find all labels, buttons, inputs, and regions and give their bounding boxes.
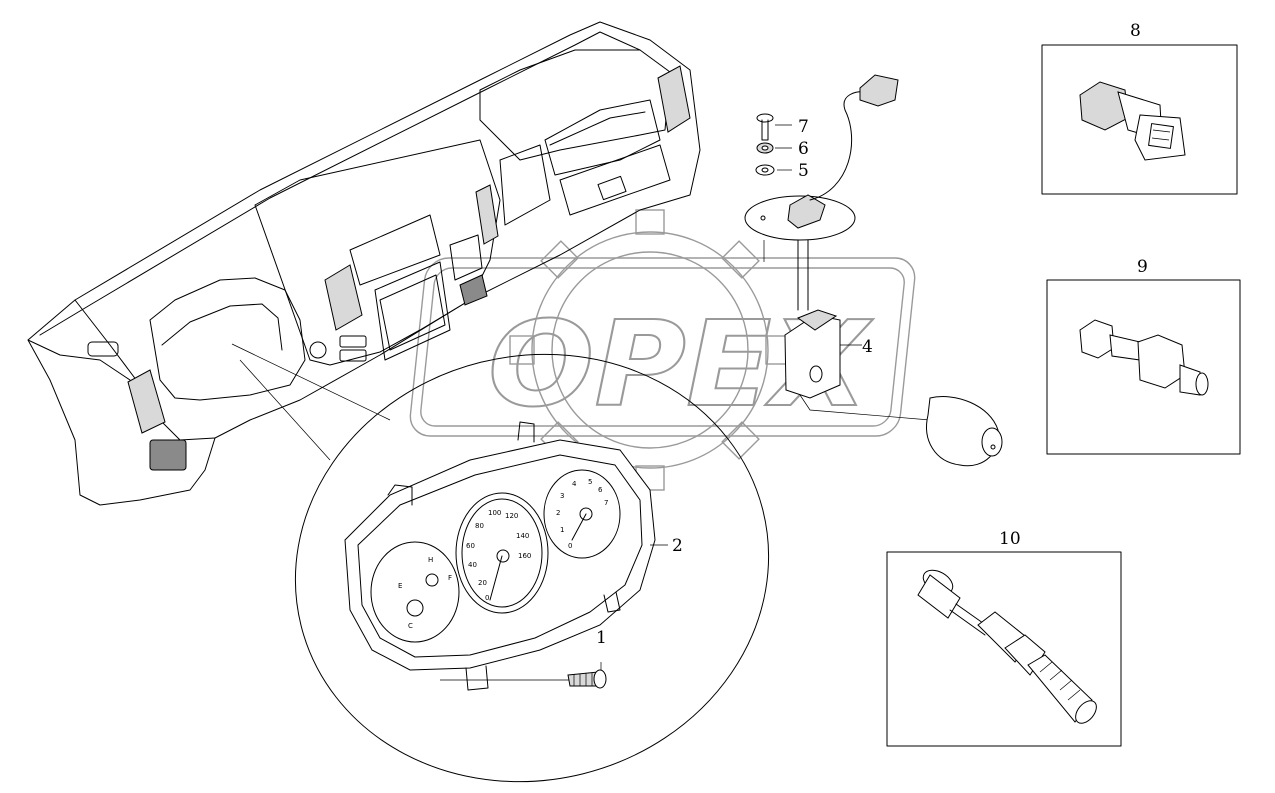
detail-box-9 [1046, 279, 1241, 455]
detail-ellipse [294, 353, 770, 783]
watermark-frame-outer [409, 257, 916, 437]
left-switch-panel [149, 439, 187, 471]
callout-6: 6 [798, 139, 809, 159]
instrument-cluster: E F C H 0 20 40 60 80 100 120 140 160 0 … [344, 421, 656, 691]
tach-tick-2: 2 [556, 509, 560, 517]
center-vent-left [324, 264, 363, 331]
callout-1: 1 [596, 628, 607, 648]
speed-tick-160: 160 [518, 552, 531, 560]
center-vent-right [475, 184, 499, 245]
callout-2: 2 [672, 536, 683, 556]
hazard-switch [459, 274, 488, 306]
lock-washer-part-6 [756, 142, 792, 154]
opex-watermark: OPEX [409, 209, 916, 491]
speed-tick-120: 120 [505, 512, 518, 520]
tach-tick-3: 3 [560, 492, 564, 500]
callout-10: 10 [999, 529, 1021, 549]
speed-tick-80: 80 [475, 522, 484, 530]
fuel-tick-e: E [398, 582, 402, 590]
callout-8: 8 [1130, 21, 1141, 41]
tach-tick-6: 6 [598, 486, 603, 494]
speed-tick-20: 20 [478, 579, 487, 587]
sender-connector [859, 74, 899, 107]
tach-tick-7: 7 [604, 499, 608, 507]
fuel-tick-f: F [448, 574, 452, 582]
callout-5: 5 [798, 161, 809, 181]
screw-part-1 [440, 662, 607, 689]
tach-tick-0: 0 [568, 542, 572, 550]
fuel-temp-gauge [370, 541, 460, 643]
callout-4: 4 [862, 337, 873, 357]
speed-tick-100: 100 [488, 509, 501, 517]
dashboard-panel [27, 21, 701, 506]
temp-tick-c: C [408, 622, 413, 630]
detail-box-8 [1041, 44, 1238, 195]
flat-washer-part-5 [755, 164, 792, 176]
tach-tick-4: 4 [572, 480, 577, 488]
callout-9: 9 [1137, 257, 1148, 277]
speed-tick-0: 0 [485, 594, 489, 602]
detail-box-10 [886, 551, 1122, 747]
right-air-vent [657, 65, 691, 133]
temp-tick-h: H [428, 556, 433, 564]
speed-tick-60: 60 [466, 542, 475, 550]
speed-tick-40: 40 [468, 561, 477, 569]
speedometer-gauge [455, 492, 549, 614]
speed-tick-140: 140 [516, 532, 529, 540]
callout-7: 7 [798, 117, 809, 137]
tach-tick-5: 5 [588, 478, 592, 486]
tach-tick-1: 1 [560, 526, 564, 534]
screw-part-7 [756, 113, 792, 141]
tachometer-gauge [543, 469, 621, 559]
fuel-level-sender [744, 74, 1003, 467]
watermark-frame-inner [420, 267, 905, 427]
left-air-vent [127, 369, 166, 434]
